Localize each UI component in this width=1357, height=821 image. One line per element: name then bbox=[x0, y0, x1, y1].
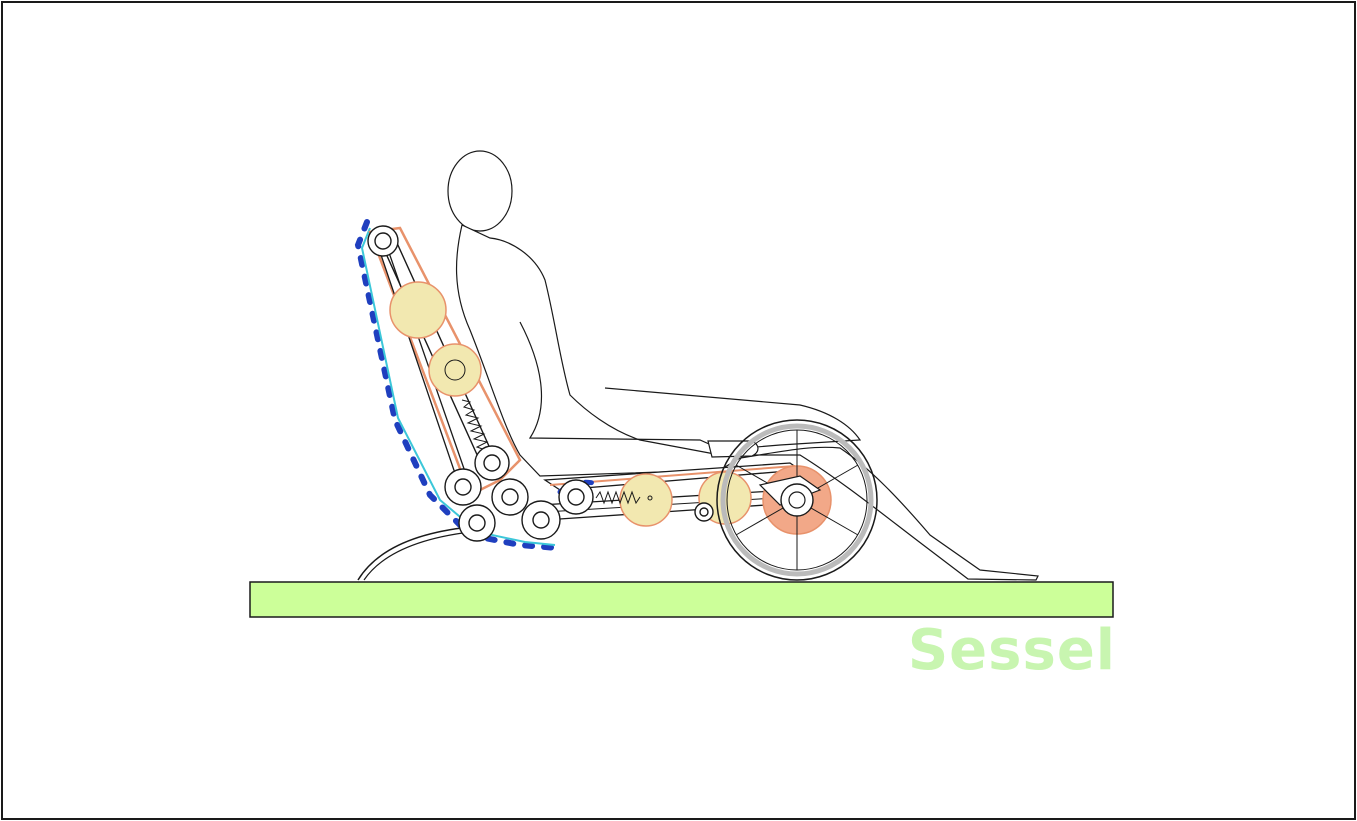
torso-icon bbox=[455, 224, 1039, 581]
roller-small-icon bbox=[694, 502, 714, 522]
backrest-cover bbox=[360, 227, 556, 546]
caption-title: Sessel bbox=[907, 618, 1116, 683]
rocker-arm bbox=[357, 526, 471, 581]
roller-center-icon bbox=[491, 478, 529, 516]
backrest-belt bbox=[368, 226, 522, 497]
roller-left-icon bbox=[444, 468, 482, 506]
roller-upper-right-icon bbox=[474, 445, 510, 481]
roller-bottom-right-icon bbox=[521, 500, 561, 540]
arm-icon bbox=[519, 321, 719, 449]
ground-slab-icon bbox=[249, 581, 1114, 618]
joint-rollers bbox=[367, 225, 714, 542]
spoked-wheel-icon bbox=[716, 419, 878, 581]
backrest-pulleys bbox=[389, 281, 482, 397]
roller-top-icon bbox=[367, 225, 399, 257]
thigh-icon bbox=[604, 387, 862, 451]
head-icon bbox=[447, 150, 513, 232]
backrest-spring-icon bbox=[461, 399, 489, 452]
backrest-chain-icon bbox=[354, 219, 561, 551]
roller-front-icon bbox=[558, 479, 594, 515]
roller-bottom-left-icon bbox=[458, 504, 496, 542]
seat-spring-icon bbox=[595, 490, 653, 505]
seated-person-icon bbox=[447, 150, 1039, 581]
